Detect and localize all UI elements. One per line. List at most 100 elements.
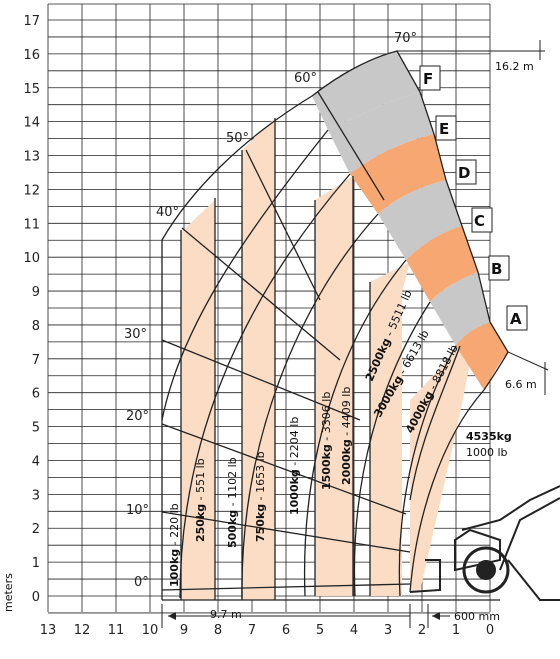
- offset-label: 600 mm: [454, 610, 500, 623]
- zone-label-A: A: [510, 310, 522, 328]
- angle-30: 30°: [124, 327, 147, 342]
- dimension-arrows: [168, 612, 440, 620]
- zone-box-D: [455, 159, 477, 185]
- min-height-leader: [507, 351, 549, 371]
- angle-20: 20°: [126, 409, 149, 424]
- x-tick-8: 8: [214, 623, 222, 638]
- y-tick-13: 13: [23, 150, 40, 165]
- y-tick-8: 8: [32, 319, 40, 334]
- capacity-500: 500kg - 1102 lb: [226, 457, 239, 548]
- x-tick-0: 0: [486, 623, 494, 638]
- x-tick-7: 7: [248, 623, 256, 638]
- arc-1: [161, 129, 329, 421]
- line-40: [181, 227, 341, 361]
- peach-band-750: [242, 118, 275, 600]
- y-tick-9: 9: [32, 285, 40, 300]
- x-tick-6: 6: [282, 623, 290, 638]
- x-tick-9: 9: [180, 623, 188, 638]
- peach-band-1500: [315, 176, 353, 596]
- inner-envelope: [409, 389, 485, 593]
- zone-label-B: B: [491, 260, 502, 278]
- angle-10: 10°: [126, 503, 149, 518]
- y-tick-10: 10: [23, 251, 40, 266]
- max-load-kg: 4535kg: [466, 430, 512, 443]
- zone-band-A2: [456, 322, 508, 390]
- zone-boxes: [419, 65, 528, 331]
- x-tick-2: 2: [418, 623, 426, 638]
- outer-envelope: [161, 50, 509, 600]
- capacity-1500: 1500kg - 3306 lb: [320, 392, 333, 490]
- zone-band-E: [328, 92, 434, 174]
- reach-arrow: [168, 612, 176, 620]
- y-tick-1: 1: [32, 556, 40, 571]
- line-30: [161, 339, 361, 421]
- line-50: [245, 149, 321, 301]
- arc-5: [353, 301, 431, 597]
- capacity-bands: [181, 51, 508, 600]
- peach-band-2500: [370, 262, 410, 596]
- y-tick-16: 16: [23, 48, 40, 63]
- peach-band-250: [181, 200, 215, 600]
- height-at-reach-label: 6.6 m: [505, 378, 537, 391]
- y-tick-14: 14: [23, 116, 40, 131]
- arc-6: [398, 345, 457, 597]
- zone-band-F: [312, 51, 420, 130]
- machine-boom: [461, 485, 560, 531]
- y-tick-17: 17: [23, 14, 40, 29]
- zone-label-F: F: [423, 70, 433, 88]
- arc-3: [241, 213, 379, 599]
- capacity-100: 100kg - 220 lb: [168, 503, 181, 587]
- angle-50: 50°: [226, 131, 249, 146]
- line-0: [161, 583, 411, 591]
- x-tick-12: 12: [74, 623, 91, 638]
- machine-carriage: [454, 528, 501, 572]
- y-tick-11: 11: [23, 217, 40, 232]
- front-hub: [476, 560, 496, 580]
- capacity-2000: 2000kg - 4409 lb: [340, 387, 353, 485]
- line-10: [161, 511, 411, 553]
- line-60: [317, 91, 385, 201]
- zone-label-D: D: [458, 164, 470, 182]
- y-tick-4: 4: [32, 454, 40, 469]
- y-tick-2: 2: [32, 522, 40, 537]
- y-tick-6: 6: [32, 387, 40, 402]
- y-tick-3: 3: [32, 488, 40, 503]
- front-wheel: [462, 546, 510, 594]
- capacity-250: 250kg - 551 lb: [194, 458, 207, 542]
- zone-label-C: C: [474, 212, 485, 230]
- angle-0: 0°: [134, 575, 149, 590]
- y-tick-7: 7: [32, 353, 40, 368]
- max-reach-label: 9.7 m: [210, 608, 242, 621]
- x-tick-3: 3: [384, 623, 392, 638]
- max-height-label: 16.2 m: [495, 60, 534, 73]
- zone-box-C: [471, 207, 493, 233]
- peach-band-4000: [410, 346, 470, 592]
- x-tick-10: 10: [142, 623, 159, 638]
- y-tick-15: 15: [23, 82, 40, 97]
- zone-band-B: [406, 226, 478, 302]
- y-tick-5: 5: [32, 421, 40, 436]
- capacity-750: 750kg - 1653 lb: [254, 451, 267, 542]
- angle-40: 40°: [156, 205, 179, 220]
- machine-fork: [409, 559, 441, 593]
- angle-60: 60°: [294, 71, 317, 86]
- arc-7: [409, 345, 461, 501]
- y-axis-label: meters: [2, 573, 15, 612]
- machine-cab: [499, 497, 560, 571]
- dimension-markers: [161, 40, 549, 628]
- x-tick-13: 13: [40, 623, 57, 638]
- x-tick-11: 11: [108, 623, 125, 638]
- y-tick-0: 0: [32, 590, 40, 605]
- machine-body: [507, 559, 560, 601]
- zone-band-C: [378, 180, 462, 260]
- x-tick-4: 4: [350, 623, 358, 638]
- zone-band-D: [350, 134, 446, 214]
- telehandler-silhouette: [409, 485, 560, 601]
- zone-box-F: [419, 65, 441, 91]
- angle-70: 70°: [394, 31, 417, 46]
- offset-arrow: [432, 612, 440, 620]
- capacity-1000: 1000kg - 2204 lb: [288, 417, 301, 515]
